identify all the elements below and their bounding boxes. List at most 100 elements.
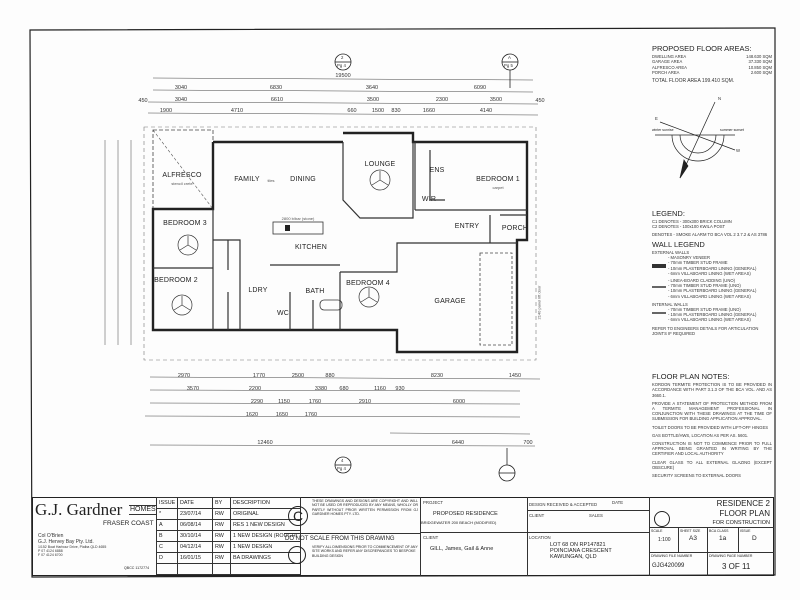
dimension-label: 6440 — [451, 440, 465, 446]
dimension-label: 680 — [339, 386, 349, 392]
dimension-label: 8230 — [430, 373, 444, 379]
floor-area-value: 37.330 SQM — [748, 59, 772, 65]
design-received-label: DESIGN RECEIVED & ACCEPTED — [529, 502, 598, 507]
dimension-label: 1660 — [422, 108, 436, 114]
issue-cell: 16/01/15 — [177, 552, 213, 564]
dimension-label: 1500 — [371, 108, 385, 114]
marker-a-num: A — [508, 55, 511, 60]
dimension-label: 1620 — [245, 412, 259, 418]
dimension-label: 1900 — [159, 108, 173, 114]
floor-area-value: 2.600 SQM — [750, 69, 772, 75]
section-markers — [334, 53, 519, 482]
for-construction: FOR CONSTRUCTION — [712, 520, 770, 526]
room-bedroom-3: BEDROOM 3 — [163, 220, 207, 227]
marker-4-page: Pg 4 — [337, 466, 346, 471]
room-alfresco: ALFRESCO — [162, 172, 202, 179]
bathtub — [319, 299, 343, 311]
dimension-label: 3640 — [365, 85, 379, 91]
dimension-label: 880 — [325, 373, 335, 379]
issue-row-empty — [156, 563, 301, 575]
page-number: 3 OF 11 — [722, 562, 751, 571]
issue-label: ISSUE — [740, 529, 751, 533]
room-wc: WC — [276, 310, 290, 317]
date-label: DATE — [612, 500, 624, 505]
issue-cell: 06/08/14 — [177, 519, 213, 531]
issue-value: D — [752, 535, 757, 542]
floor-areas-title: PROPOSED FLOOR AREAS: — [652, 44, 752, 53]
dimension-label: 1150 — [278, 399, 290, 405]
dimension-label: 450 — [535, 98, 545, 104]
internal-walls-heading: INTERNAL WALLS — [652, 301, 688, 307]
project-label: PROJECT — [423, 500, 444, 505]
note-item: KORDON TERMITE PROTECTION IS TO BE PROVI… — [652, 382, 772, 398]
copyright-box: C THESE DRAWINGS AND DESIGNS ARE COPYRIG… — [284, 499, 420, 534]
dimension-label: 3040 — [174, 97, 188, 103]
wall-spec-line: - 10mm PLASTERBOARD LINING (GENERAL) — [668, 265, 757, 271]
external-walls-heading: EXTERNAL WALLS — [652, 250, 690, 256]
dimension-label: 12460 — [257, 440, 273, 446]
room-dining: DINING — [290, 176, 316, 183]
issue-header-cell: ISSUE — [156, 497, 178, 509]
qbcc-number: QBCC 1172774 — [124, 566, 150, 570]
masonry-swatch — [652, 264, 666, 268]
issue-cell: RW — [212, 552, 231, 564]
bca-class-value: 1a — [719, 535, 727, 542]
residence-title: RESIDENCE 2 — [716, 499, 770, 508]
internal-swatch — [652, 312, 666, 314]
floor-area-label: PORCH AREA — [652, 69, 680, 75]
dimension-label: 1760 — [304, 412, 318, 418]
note-item: TOILET DOORS TO BE PROVIDED WITH LIFT-OF… — [652, 424, 769, 430]
location-label: LOCATION — [529, 535, 551, 540]
scale-value: 1:100 — [658, 537, 671, 543]
issue-cell: C — [156, 541, 178, 553]
dimension-label: 2300 — [435, 97, 449, 103]
marker-4-num: 4 — [341, 458, 344, 463]
client-label: CLIENT — [423, 535, 439, 540]
contact-line: F 07 4124 6700 — [38, 553, 63, 558]
wall-spec-line: - MASONRY VENEER — [668, 255, 710, 261]
dimension-label: 3500 — [366, 97, 380, 103]
dimension-label: 2910 — [358, 399, 372, 405]
dimension-label: 700 — [523, 440, 533, 446]
legend-item-smoke-alarm: DENOTES - SMOKE ALARM TO BCA VOL 2 3.7.2… — [652, 231, 768, 237]
floor-area-value: 10.850 SQM — [748, 64, 772, 70]
dimension-label: 3040 — [174, 85, 188, 91]
issue-cell — [177, 563, 213, 575]
wall-spec-line: - 10mm PLASTERBOARD LINING (GENERAL) — [668, 288, 757, 294]
dimension-label: 3500 — [489, 97, 503, 103]
wall-spec-line: - 6mm VILLABOARD LINING (WET AREAS) — [668, 317, 751, 323]
floor-plan-notes: FLOOR PLAN NOTES: KORDON TERMITE PROTECT… — [652, 373, 772, 481]
issue-cell: 04/12/14 — [177, 541, 213, 553]
room-entry: ENTRY — [454, 223, 480, 230]
dimension-label: 1760 — [308, 399, 322, 405]
dimension-label: 1650 — [275, 412, 289, 418]
summer-sunset: summer sunset — [720, 128, 744, 132]
note-item: CONSTRUCTION IS NOT TO COMMENCE PRIOR TO… — [652, 441, 772, 457]
bedroom-1-floor: carpet — [492, 185, 504, 190]
issue-cell: RW — [212, 541, 231, 553]
wall-spec-line: - LINEA-BOARD CLADDING (UNO) — [668, 278, 736, 284]
issue-header-cell: BY — [212, 497, 231, 509]
dimension-label: 19500 — [335, 73, 351, 79]
issue-cell: B — [156, 530, 178, 542]
kitchen-island — [272, 221, 324, 235]
location-line: POINCIANA CRESCENT — [550, 548, 612, 554]
dimension-label: 1160 — [374, 386, 386, 392]
sales-label: SALES — [589, 513, 603, 518]
dimension-label: 930 — [395, 386, 405, 392]
legend: LEGEND: C1 DENOTES - 300x300 BRICK COLUM… — [652, 210, 772, 336]
scale-label: SCALE — [651, 529, 663, 533]
location-line: KAWUNGAN, QLD — [550, 554, 597, 560]
issue-cell: * — [156, 508, 178, 520]
project-box — [420, 497, 528, 576]
file-number-label: DRAWING FILE NUMBER — [651, 554, 693, 558]
compass-e: E — [655, 116, 658, 121]
issue-cell: D — [156, 552, 178, 564]
room-bath: BATH — [305, 288, 325, 295]
sheet-title-box — [649, 497, 775, 576]
floor-area-row: PORCH AREA 2.600 SQM — [652, 70, 772, 75]
